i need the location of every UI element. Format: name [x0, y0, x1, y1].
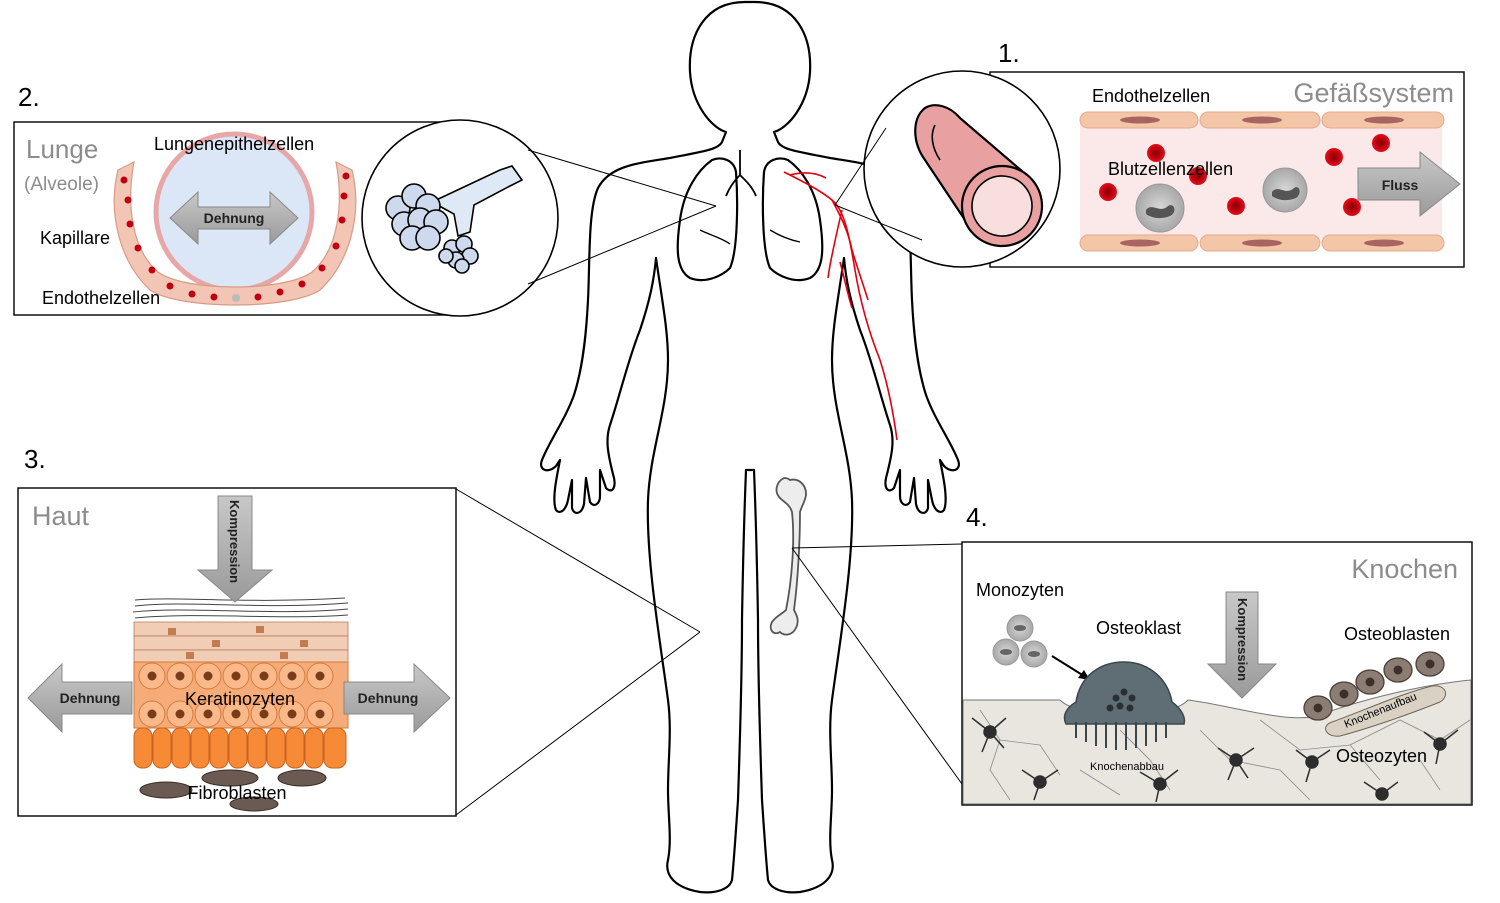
vessel-callout-line-2 — [834, 204, 923, 241]
vessel-zoom-circle — [863, 70, 1061, 268]
capillary-rbcs — [120, 172, 350, 301]
lung-epithelial-label: Lungenepithelzellen — [154, 134, 314, 154]
bone-resorption-label: Knochenabbau — [1090, 761, 1164, 773]
lung-panel-title: Lunge — [26, 134, 98, 164]
osteoblasts-label: Osteoblasten — [1344, 624, 1450, 644]
bone-compression-label: Kompression — [1235, 598, 1250, 681]
bone-cracks — [979, 709, 1471, 801]
skin-panel: Kompression Dehnung Dehnung Haut Keratin… — [17, 487, 457, 817]
bone-panel-title: Knochen — [1351, 554, 1458, 584]
capillary-band — [113, 160, 357, 306]
skin-compression-arrow — [196, 495, 274, 603]
flow-label: Fluss — [1382, 177, 1419, 193]
skin-stretch-arrow-left — [27, 662, 133, 734]
granular-layer — [133, 621, 349, 663]
lung-panel-subtitle: (Alveole) — [24, 174, 99, 195]
blood-cells-label: Blutzellenzellen — [1108, 159, 1233, 179]
lung-endothelial-label: Endothelzellen — [42, 288, 160, 308]
bone-formation-layer — [1325, 685, 1447, 737]
femur-bone — [769, 477, 807, 636]
lung-stretch-arrow — [169, 190, 299, 246]
osteoclast-ruffled-border — [1075, 722, 1167, 750]
basal-layer — [133, 727, 347, 769]
vessel-panel-title: Gefäßsystem — [1293, 78, 1454, 108]
vessel-callout-line-1 — [834, 127, 887, 206]
vessel-endothelial-label: Endothelzellen — [1092, 86, 1210, 106]
bone-panel: Kompression Knochenaufbau Knochen Monozy… — [961, 541, 1473, 806]
stratum-corneum — [132, 597, 349, 619]
keratinocytes-label: Keratinozyten — [185, 689, 295, 709]
skin-stretch-right-label: Dehnung — [358, 690, 419, 706]
monocytes-label: Monozyten — [976, 580, 1064, 600]
skin-stretch-left-label: Dehnung — [60, 690, 121, 706]
panel-number-1: 1. — [998, 38, 1020, 68]
bone-callout-line-2 — [791, 547, 963, 785]
human-body-outline — [540, 0, 960, 894]
lung-callout-line-1 — [527, 149, 717, 207]
red-blood-cells — [1099, 134, 1390, 216]
vessel-panel: Fluss Endothelzellen Blutzellenzellen Ge… — [989, 71, 1465, 268]
bone-compression-arrow — [1206, 591, 1278, 699]
lung-stretch-label: Dehnung — [204, 210, 265, 226]
osteoclast-label: Osteoklast — [1096, 618, 1181, 638]
panel-number-2: 2. — [18, 82, 40, 112]
capillary-label: Kapillare — [40, 228, 110, 248]
vessel-tube-icon — [914, 104, 1044, 248]
skin-panel-title: Haut — [32, 501, 90, 531]
capillary-wbc — [232, 294, 240, 302]
white-blood-cells — [1135, 167, 1308, 233]
skin-stretch-arrow-right — [343, 662, 451, 734]
panel-number-4: 4. — [966, 502, 988, 532]
bone-callout-line-1 — [791, 543, 963, 549]
lung-zoom-circle — [361, 119, 559, 317]
arm-vessels — [783, 171, 898, 441]
monocyte-arrow — [1051, 655, 1085, 677]
lung-panel: Dehnung Lunge (Alveole) Lungenepithelzel… — [13, 121, 459, 316]
fibroblast-cells — [139, 769, 327, 812]
alveoli-cluster-icon — [385, 165, 524, 274]
skin-callout-line-1 — [455, 488, 701, 633]
panel-number-3: 3. — [24, 444, 46, 474]
fibroblasts-label: Fibroblasten — [187, 783, 286, 803]
skin-compression-label: Kompression — [227, 500, 242, 583]
skin-callout-line-2 — [455, 631, 701, 816]
flow-arrow — [1357, 150, 1461, 218]
lung-callout-line-2 — [527, 205, 717, 285]
osteocytes-label: Osteozyten — [1336, 746, 1427, 766]
osteocyte-cells — [971, 717, 1459, 803]
